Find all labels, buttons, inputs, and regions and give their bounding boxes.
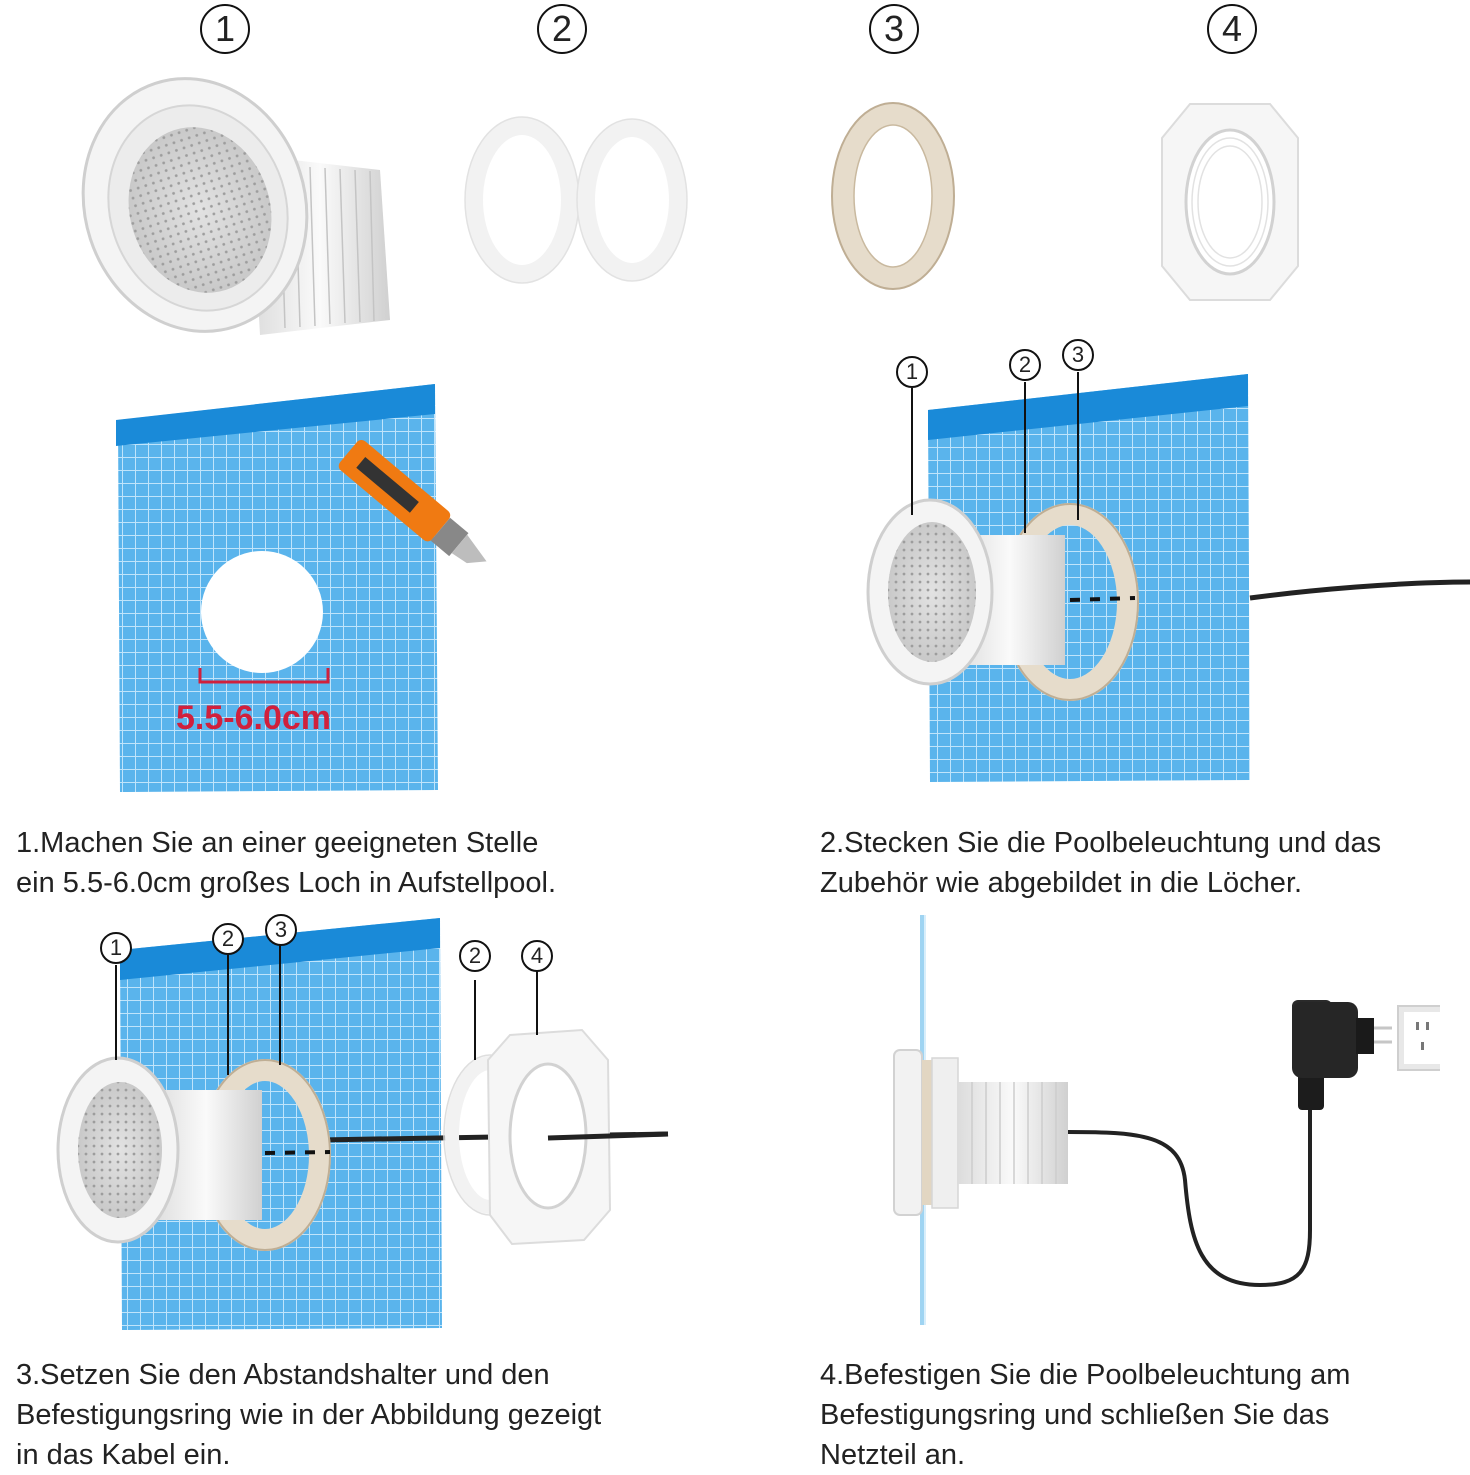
step3-caption: 3.Setzen Sie den Abstandshalter und den …	[16, 1355, 601, 1475]
step2-callout-1: 1	[896, 356, 928, 388]
step2-caption: 2.Stecken Sie die Poolbeleuchtung und da…	[820, 823, 1381, 903]
step3-callout-2b: 2	[459, 940, 491, 972]
step4-caption-line-1: 4.Befestigen Sie die Poolbeleuchtung am	[820, 1359, 1351, 1391]
step4-lamp-connected	[893, 915, 1440, 1325]
step1-caption-line-1: 1.Machen Sie an einer geeigneten Stelle	[16, 827, 539, 859]
step3-callout-1: 1	[100, 932, 132, 964]
step3-spacer-and-nut	[56, 918, 669, 1330]
gasket-rings-image	[464, 116, 688, 284]
step2-caption-line-2: Zubehör wie abgebildet in die Löcher.	[820, 867, 1303, 899]
step1-pool-wall-cut	[116, 384, 487, 792]
pool-lamp-image	[81, 77, 390, 335]
step4-caption-line-2: Befestigungsring und schließen Sie das	[820, 1399, 1330, 1431]
step4-caption: 4.Befestigen Sie die Poolbeleuchtung am …	[820, 1355, 1350, 1475]
mounting-nut-image	[1161, 103, 1299, 301]
step2-callout-3: 3	[1062, 339, 1094, 371]
step4-caption-line-3: Netzteil an.	[820, 1439, 966, 1471]
step1-caption: 1.Machen Sie an einer geeigneten Stelle …	[16, 823, 556, 903]
part-number-2: 2	[537, 4, 587, 54]
step3-callout-2a: 2	[212, 923, 244, 955]
part-number-3: 3	[869, 4, 919, 54]
step1-caption-line-2: ein 5.5-6.0cm großes Loch in Aufstellpoo…	[16, 867, 557, 899]
step2-lamp-installed	[866, 372, 1470, 782]
step3-caption-line-2: Befestigungsring wie in der Abbildung ge…	[16, 1399, 602, 1431]
step3-caption-line-1: 3.Setzen Sie den Abstandshalter und den	[16, 1359, 550, 1391]
spacer-ring-image	[831, 102, 955, 290]
step3-callout-4: 4	[521, 940, 553, 972]
step2-caption-line-1: 2.Stecken Sie die Poolbeleuchtung und da…	[820, 827, 1382, 859]
step2-callout-2: 2	[1009, 349, 1041, 381]
part-number-4: 4	[1207, 4, 1257, 54]
step3-caption-line-3: in das Kabel ein.	[16, 1439, 231, 1471]
step3-callout-3: 3	[265, 914, 297, 946]
hole-size-label: 5.5-6.0cm	[176, 699, 331, 737]
part-number-1: 1	[200, 4, 250, 54]
